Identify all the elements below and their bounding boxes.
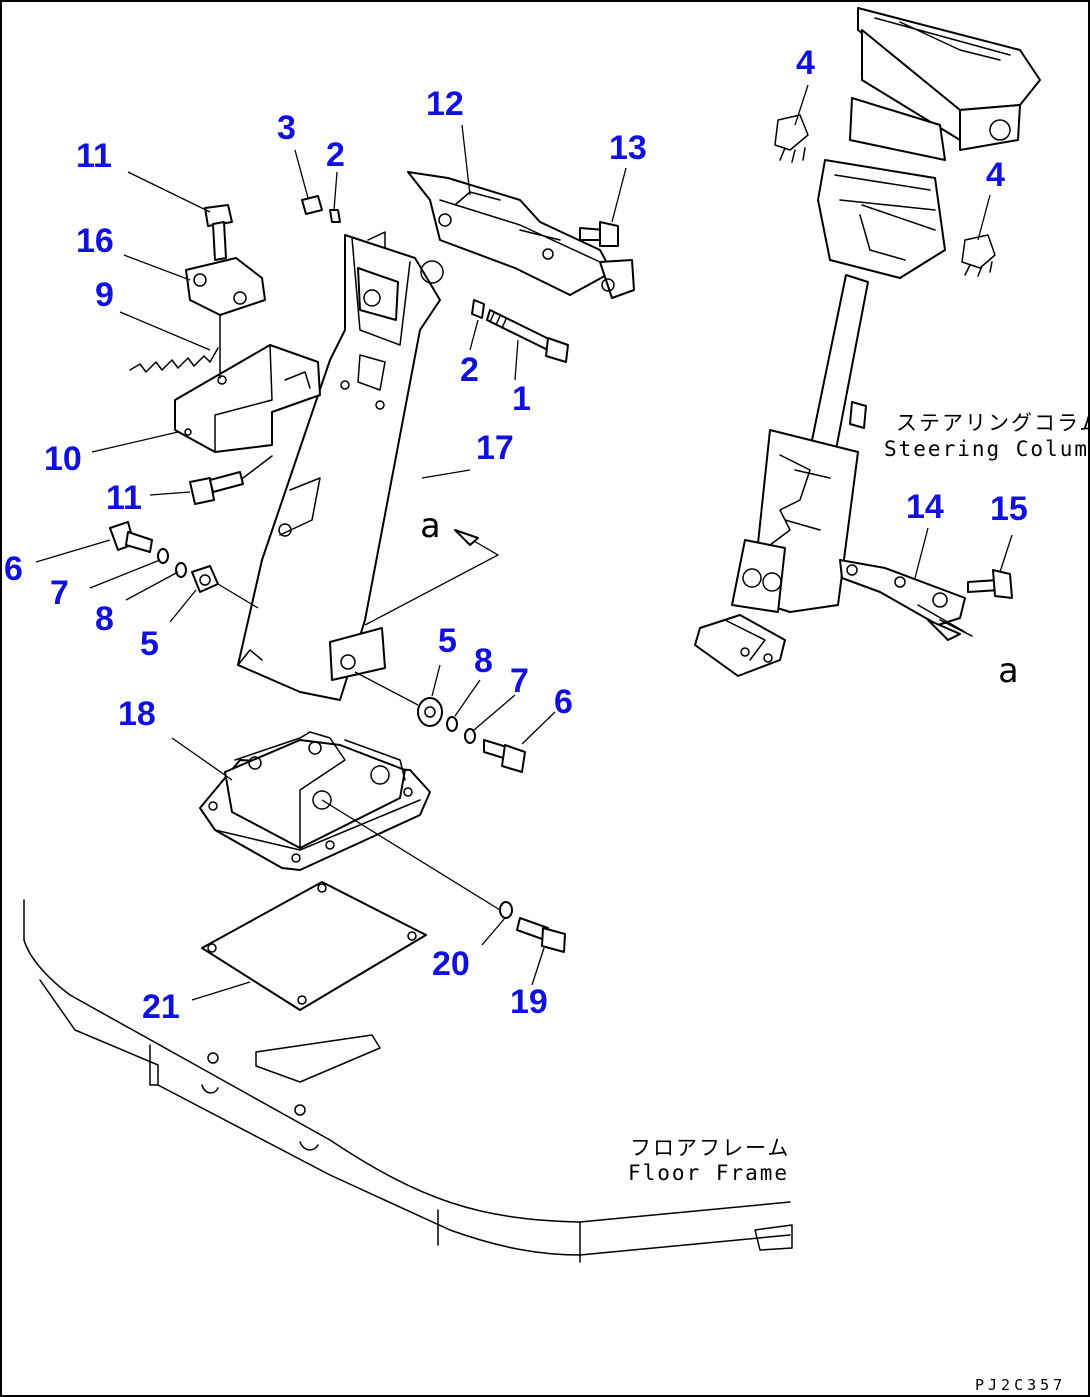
callout-4-right: 4 xyxy=(986,156,1005,194)
view-ref-a-right: a xyxy=(998,651,1018,691)
bolt-15 xyxy=(967,569,1013,599)
bolt-1 xyxy=(486,309,569,363)
floor-frame-label-jp: フロアフレーム xyxy=(630,1136,790,1160)
callout-17: 17 xyxy=(476,429,514,467)
floor-frame-label-en: Floor Frame xyxy=(628,1161,789,1185)
callout-7-right: 7 xyxy=(510,662,529,700)
callout-8-left: 8 xyxy=(95,600,114,638)
callout-16: 16 xyxy=(76,222,114,260)
callout-13: 13 xyxy=(609,129,647,167)
drawing-code: PJ2C357 xyxy=(975,1376,1066,1394)
callout-5-left: 5 xyxy=(140,625,159,663)
callout-21: 21 xyxy=(142,988,180,1026)
callout-7-left: 7 xyxy=(50,574,69,612)
callout-15: 15 xyxy=(990,490,1028,528)
steering-column xyxy=(694,7,1041,677)
callout-6-right: 6 xyxy=(554,683,573,721)
callout-14: 14 xyxy=(906,488,944,526)
callout-6-left: 6 xyxy=(4,550,23,588)
view-arrow-a-right xyxy=(927,619,961,641)
nut-3 xyxy=(301,195,323,215)
callout-20: 20 xyxy=(432,945,470,983)
callout-11-top: 11 xyxy=(76,137,112,175)
callout-19: 19 xyxy=(510,983,548,1021)
bracket-14 xyxy=(839,559,973,637)
callout-9: 9 xyxy=(95,276,114,314)
bolt-13 xyxy=(579,221,619,247)
plate-12 xyxy=(407,171,635,299)
steering-column-label-jp: ステアリングコラム xyxy=(896,411,1090,435)
bolt-19 xyxy=(516,917,566,953)
bolt-11-bottom xyxy=(189,455,273,505)
callout-10: 10 xyxy=(44,440,82,478)
callouts: 1 2 2 3 4 4 5 5 6 6 7 7 8 8 9 10 11 11 1… xyxy=(4,44,1028,1026)
base-18 xyxy=(199,731,501,911)
washer-2-top xyxy=(329,209,341,223)
callout-1: 1 xyxy=(512,380,531,418)
callout-8-right: 8 xyxy=(474,642,493,680)
washer-20 xyxy=(499,901,513,919)
cover-10 xyxy=(174,344,321,453)
callout-18: 18 xyxy=(118,695,156,733)
washer-2-right xyxy=(471,299,485,319)
callout-2-top: 2 xyxy=(326,136,345,174)
view-ref-a-left: a xyxy=(420,506,440,546)
shim-21 xyxy=(201,881,427,1011)
callout-12: 12 xyxy=(426,85,464,123)
fasteners-left xyxy=(109,521,259,609)
callout-2-right: 2 xyxy=(460,351,479,389)
bolt-11-top xyxy=(204,204,233,261)
callout-4-top: 4 xyxy=(796,44,815,82)
spring-9 xyxy=(129,347,219,373)
leader-lines xyxy=(35,84,1013,1001)
cap-16 xyxy=(185,257,266,379)
callout-5-right: 5 xyxy=(438,622,457,660)
fasteners-right xyxy=(354,671,526,773)
callout-11-bottom: 11 xyxy=(106,479,142,517)
pedestal-17 xyxy=(237,231,444,701)
callout-3: 3 xyxy=(277,109,296,147)
view-arrow-a-left xyxy=(364,529,500,626)
steering-column-label-en: Steering Column xyxy=(884,437,1090,461)
floor-frame xyxy=(23,899,793,1263)
